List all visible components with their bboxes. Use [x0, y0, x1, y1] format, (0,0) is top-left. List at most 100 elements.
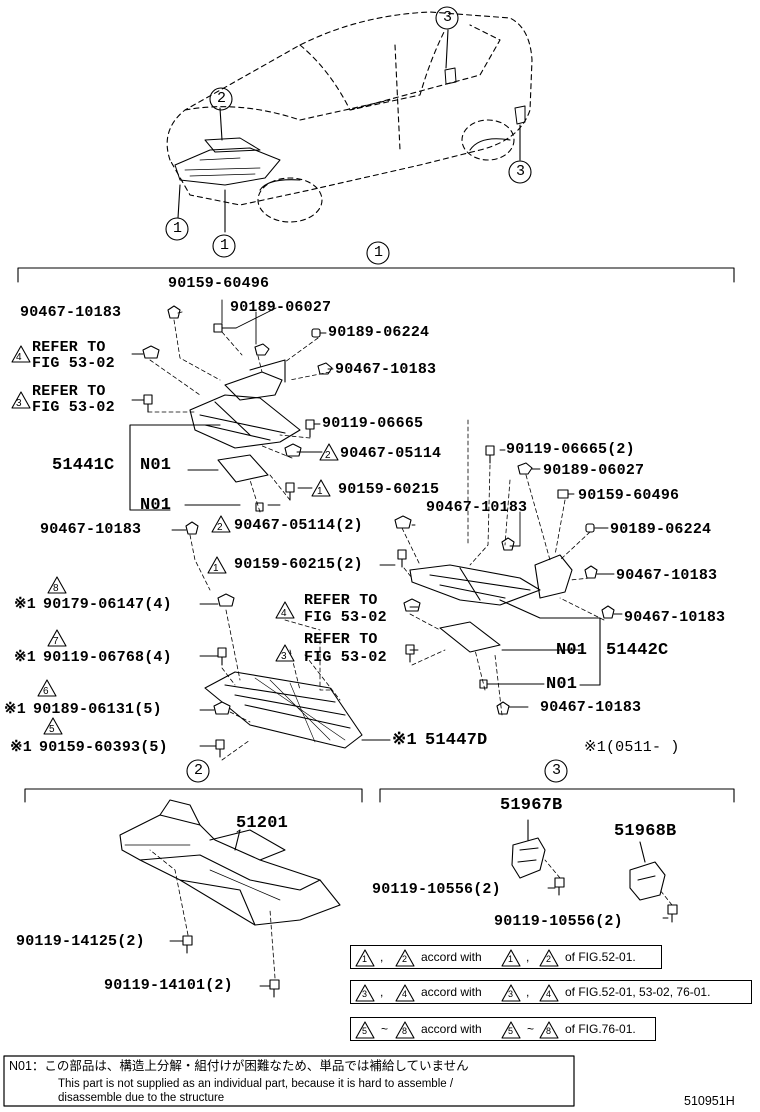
- kome-range: ※1(0511- ): [584, 739, 680, 756]
- footer-en-line2: disassemble due to the structure: [58, 1092, 225, 1104]
- part-90189-06027-r: 90189-06027: [543, 462, 645, 479]
- crossmember: [119, 799, 341, 926]
- undercover-left: [129, 359, 301, 511]
- tri-3-label: 3: [16, 398, 22, 409]
- part-90467-10183-a: 90467-10183: [20, 304, 122, 321]
- tri-5-label: 5: [49, 724, 55, 735]
- callout-2-car: 2: [217, 90, 227, 107]
- part-90159-60393: 90159-60393(5): [39, 739, 168, 756]
- note3-tilde: ~: [381, 1022, 389, 1036]
- dashed-guides: [147, 319, 673, 979]
- section2-bracket: [24, 788, 363, 803]
- note2-accord: accord with: [421, 985, 482, 999]
- section2-callout: 2: [194, 762, 204, 779]
- fasteners: [142, 305, 678, 998]
- note3-accord: accord with: [421, 1022, 482, 1036]
- part-90467-10183-d: 90467-10183: [426, 499, 528, 516]
- note2-sep2: ,: [526, 985, 530, 999]
- note3-tilde2: ~: [527, 1022, 535, 1036]
- part-51442C: 51442C: [606, 641, 669, 660]
- note3-tail: of FIG.76-01.: [565, 1022, 636, 1036]
- section1-bracket: [17, 267, 735, 283]
- note3-tri8: 8: [402, 1026, 408, 1036]
- part-90189-06131: 90189-06131(5): [33, 701, 162, 718]
- note2-tri4: 4: [402, 989, 408, 999]
- note3-tri5b: 5: [508, 1026, 514, 1036]
- part-90119-10556-a: 90119-10556(2): [372, 881, 501, 898]
- note1-tri1b: 1: [508, 954, 514, 964]
- note-box-1: [350, 945, 662, 969]
- tri-2-label-a: 2: [325, 450, 331, 461]
- callout-3-rear: 3: [516, 163, 526, 180]
- note3-tri5: 5: [362, 1026, 368, 1036]
- tri-8-label: 8: [53, 583, 59, 594]
- part-90467-10183-c: 90467-10183: [40, 521, 142, 538]
- callout-1-a: 1: [173, 220, 183, 237]
- footer-box: [3, 1055, 575, 1107]
- part-90467-10183-e: 90467-10183: [616, 567, 718, 584]
- part-90119-06665: 90119-06665: [322, 415, 424, 432]
- note2-tri4b: 4: [546, 989, 552, 999]
- part-90189-06224-r: 90189-06224: [610, 521, 712, 538]
- part-90119-06665-2: 90119-06665(2): [506, 441, 635, 458]
- note2-tail: of FIG.52-01, 53-02, 76-01.: [565, 985, 711, 999]
- part-90119-06768: 90119-06768(4): [43, 649, 172, 666]
- note-box-3: [350, 1017, 656, 1041]
- note1-tri1: 1: [362, 954, 368, 964]
- tri-1-label-b: 1: [213, 563, 219, 574]
- note2-sep: ,: [380, 985, 384, 999]
- note-box-2: [350, 980, 752, 1004]
- callout-circles: [165, 6, 568, 783]
- refer-to-c: REFER TO: [304, 592, 378, 609]
- note1-sep: ,: [380, 950, 384, 964]
- n01-a: N01: [140, 456, 172, 475]
- footer-jp-note: N01：この部品は、構造上分解・組付けが困難なため、単品では補給していません: [9, 1059, 469, 1073]
- part-51968B: 51968B: [614, 822, 677, 841]
- n01-b: N01: [140, 496, 172, 515]
- refer-to-b: REFER TO: [32, 383, 106, 400]
- fig-53-02-a: FIG 53-02: [32, 355, 115, 372]
- note2-tri3b: 3: [508, 989, 514, 999]
- n01-d: N01: [546, 675, 578, 694]
- part-51201: 51201: [236, 814, 289, 833]
- part-90159-60215: 90159-60215: [338, 481, 440, 498]
- tri-6-label: 6: [43, 686, 49, 697]
- callout-1-b: 1: [220, 237, 230, 254]
- part-90467-10183-g: 90467-10183: [540, 699, 642, 716]
- part-90119-14101: 90119-14101(2): [104, 977, 233, 994]
- note1-sep2: ,: [526, 950, 530, 964]
- engine-undercover: [204, 671, 391, 749]
- part-90189-06027-top: 90189-06027: [230, 299, 332, 316]
- callout-3-top: 3: [443, 9, 453, 26]
- section3-bracket: [379, 788, 735, 803]
- note1-tri2: 2: [402, 954, 408, 964]
- leader-lines: [131, 299, 669, 987]
- tri-4-label-r: 4: [281, 608, 287, 619]
- part-90159-60215-2: 90159-60215(2): [234, 556, 363, 573]
- refer-to-a: REFER TO: [32, 339, 106, 356]
- fig-53-02-d: FIG 53-02: [304, 649, 387, 666]
- note1-tri2b: 2: [546, 954, 552, 964]
- kome-d: ※1: [10, 739, 32, 756]
- section1-callout: 1: [374, 244, 384, 261]
- kome-e: ※1: [392, 731, 417, 750]
- fig-53-02-b: FIG 53-02: [32, 399, 115, 416]
- part-51447D: 51447D: [425, 731, 488, 750]
- car-illustration: [166, 11, 533, 233]
- tri-7-label: 7: [53, 636, 59, 647]
- part-51441C: 51441C: [52, 456, 115, 475]
- note1-accord: accord with: [421, 950, 482, 964]
- refer-to-d: REFER TO: [304, 631, 378, 648]
- note2-tri3: 3: [362, 989, 368, 999]
- undercover-right: [409, 554, 601, 686]
- part-90159-60496-top: 90159-60496: [168, 275, 270, 292]
- section3-callout: 3: [552, 762, 562, 779]
- part-90119-10556-b: 90119-10556(2): [494, 913, 623, 930]
- part-90119-14125: 90119-14125(2): [16, 933, 145, 950]
- part-90467-05114-2: 90467-05114(2): [234, 517, 363, 534]
- part-90467-10183-f: 90467-10183: [624, 609, 726, 626]
- tri-1-label-a: 1: [317, 486, 323, 497]
- kome-b: ※1: [14, 649, 36, 666]
- part-90467-05114: 90467-05114: [340, 445, 442, 462]
